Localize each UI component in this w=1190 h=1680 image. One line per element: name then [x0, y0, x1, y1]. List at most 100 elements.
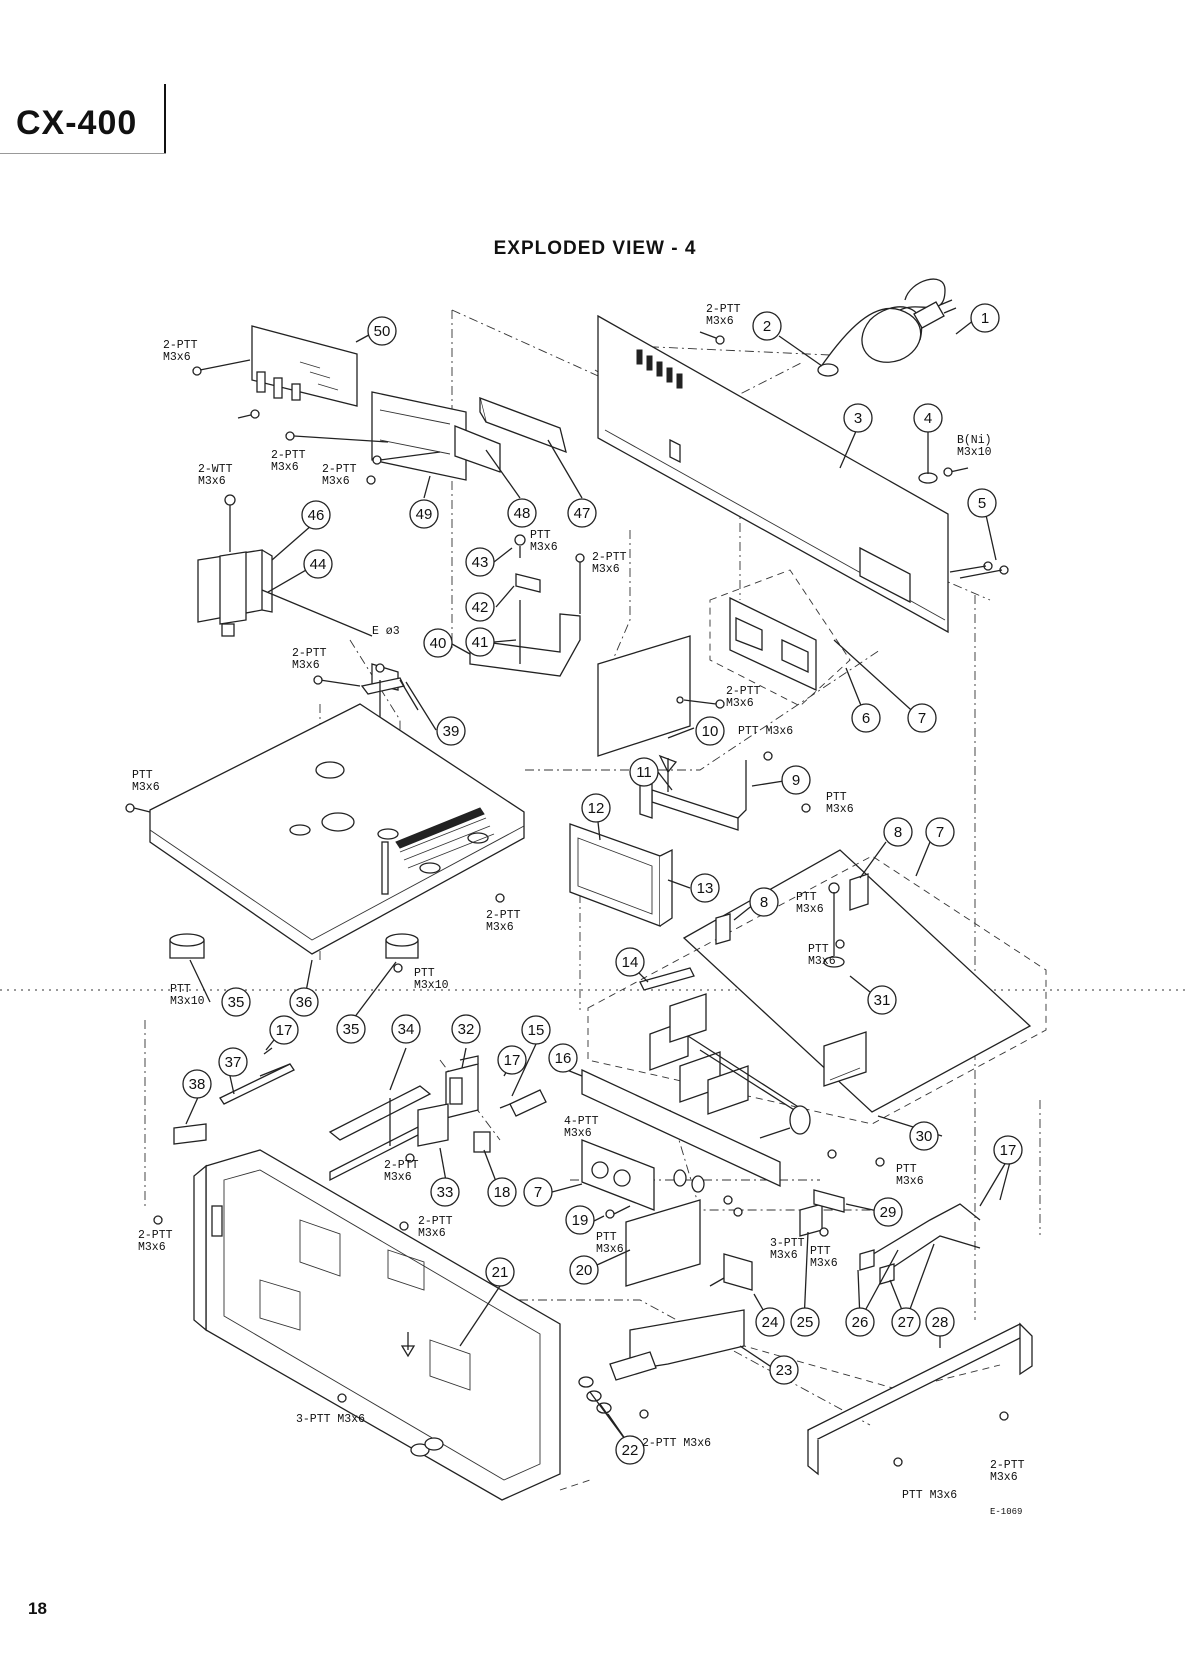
- svg-text:32: 32: [458, 1021, 475, 1038]
- svg-text:38: 38: [189, 1076, 206, 1093]
- callout-5: 5: [967, 488, 997, 518]
- screw-label: 3-PTT M3x6: [296, 1413, 365, 1426]
- part-46-transformer: [197, 494, 273, 637]
- part-3-rear-panel: [597, 314, 949, 634]
- callout-24: 24: [755, 1307, 785, 1337]
- part-22-fuses: [578, 1351, 657, 1419]
- screw-label: PTT M3x6: [902, 1489, 957, 1502]
- callout-20: 20: [569, 1255, 599, 1285]
- part-30-pot: [759, 1105, 837, 1159]
- svg-text:29: 29: [880, 1204, 897, 1221]
- svg-text:48: 48: [514, 505, 531, 522]
- svg-text:17: 17: [276, 1022, 293, 1039]
- svg-text:34: 34: [398, 1021, 415, 1038]
- callout-28: 28: [925, 1307, 955, 1337]
- part-19-screw: [605, 1205, 631, 1219]
- part-35-foot-right: [385, 933, 419, 973]
- callout-30: 30: [909, 1121, 939, 1151]
- callout-31: 31: [867, 985, 897, 1015]
- part-38-knob: [173, 1123, 207, 1145]
- svg-text:46: 46: [308, 507, 325, 524]
- svg-text:25: 25: [797, 1314, 814, 1331]
- callout-41: 41: [465, 627, 495, 657]
- part-24-pot: [709, 1253, 753, 1291]
- svg-text:50: 50: [374, 323, 391, 340]
- callout-32: 32: [451, 1014, 481, 1044]
- callout-15: 15: [521, 1015, 551, 1045]
- svg-text:47: 47: [574, 505, 591, 522]
- callout-17-a: 17: [269, 1015, 299, 1045]
- part-44-wire: [261, 589, 373, 637]
- callout-7-c: 7: [523, 1177, 553, 1207]
- callout-48: 48: [507, 498, 537, 528]
- part-49-bracket: [285, 391, 467, 485]
- svg-text:43: 43: [472, 554, 489, 571]
- callout-1: 1: [970, 303, 1000, 333]
- callout-6: 6: [851, 703, 881, 733]
- part-43-screw: [514, 534, 526, 558]
- svg-text:11: 11: [636, 764, 652, 781]
- callout-9: 9: [781, 765, 811, 795]
- part-2-cord-bushing: [817, 363, 839, 377]
- part-20-bracket: [625, 1195, 743, 1287]
- callout-49: 49: [409, 499, 439, 529]
- callout-7-b: 7: [925, 817, 955, 847]
- svg-text:42: 42: [472, 599, 489, 616]
- svg-text:21: 21: [492, 1264, 509, 1281]
- callout-39: 39: [436, 716, 466, 746]
- part-33-switch: [405, 1103, 449, 1163]
- svg-text:2: 2: [763, 318, 771, 335]
- svg-text:1: 1: [981, 310, 989, 327]
- callout-29: 29: [873, 1197, 903, 1227]
- switch-bank: [649, 993, 867, 1121]
- svg-text:37: 37: [225, 1054, 242, 1071]
- part-50-terminal-board: [192, 325, 358, 419]
- part-17-pin: [263, 1047, 273, 1055]
- part-25-bracket: [799, 1203, 823, 1237]
- screw-label: 2-PTT M3x6: [642, 1437, 711, 1450]
- svg-text:6: 6: [862, 710, 870, 727]
- callout-12: 12: [581, 793, 611, 823]
- callout-3: 3: [843, 403, 873, 433]
- callout-46: 46: [301, 500, 331, 530]
- callout-27: 27: [891, 1307, 921, 1337]
- svg-text:24: 24: [762, 1314, 779, 1331]
- callout-17-c: 17: [993, 1135, 1023, 1165]
- svg-text:12: 12: [588, 800, 605, 817]
- svg-text:22: 22: [622, 1442, 639, 1459]
- svg-text:8: 8: [894, 824, 902, 841]
- svg-text:7: 7: [918, 710, 926, 727]
- part-15-knob-shaft: [499, 1089, 547, 1117]
- part-37-shaft: [219, 1063, 295, 1105]
- svg-text:5: 5: [978, 495, 986, 512]
- svg-text:7: 7: [936, 824, 944, 841]
- callout-19: 19: [565, 1205, 595, 1235]
- svg-text:13: 13: [697, 880, 714, 897]
- svg-text:8: 8: [760, 894, 768, 911]
- callout-38: 38: [182, 1069, 212, 1099]
- callout-8-b: 8: [749, 887, 779, 917]
- svg-text:26: 26: [852, 1314, 869, 1331]
- part-14-switch-lever: [639, 967, 695, 991]
- callout-35-b: 35: [336, 1014, 366, 1044]
- callout-36: 36: [289, 987, 319, 1017]
- svg-text:41: 41: [472, 634, 489, 651]
- callout-43: 43: [465, 547, 495, 577]
- part-12-display: [569, 823, 673, 927]
- callout-4: 4: [913, 403, 943, 433]
- callout-22: 22: [615, 1435, 645, 1465]
- svg-text:3: 3: [854, 410, 862, 427]
- svg-text:28: 28: [932, 1314, 949, 1331]
- svg-text:10: 10: [702, 723, 719, 740]
- part-11-bracket: [639, 751, 811, 831]
